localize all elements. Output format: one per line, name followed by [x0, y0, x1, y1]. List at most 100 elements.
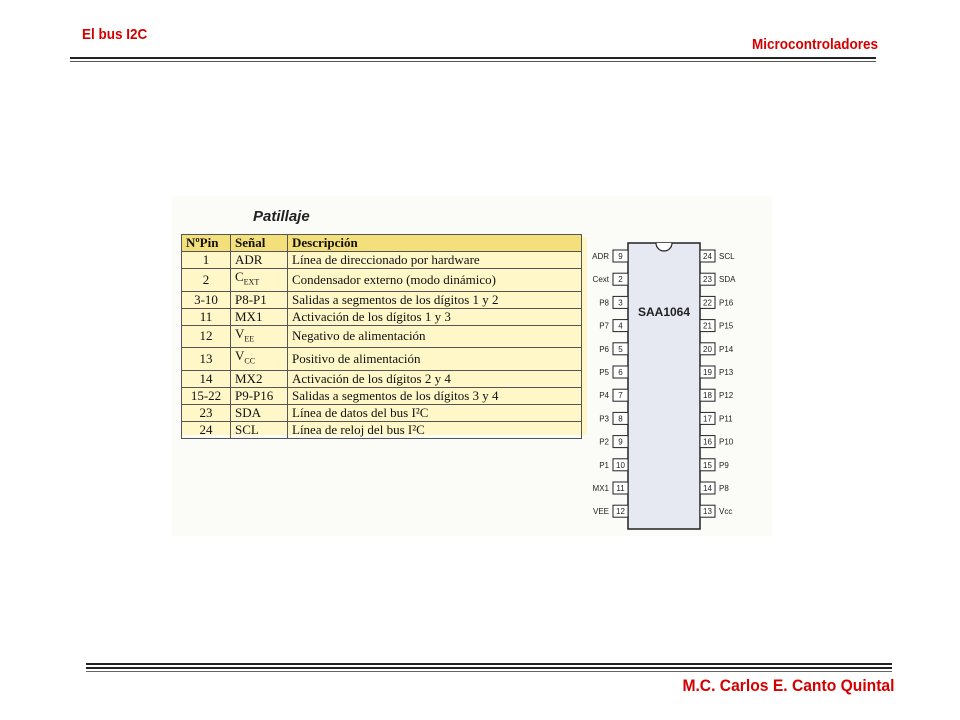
pin-number: 18	[703, 391, 712, 400]
pin-box	[612, 435, 629, 449]
pin-number: 13	[703, 507, 712, 516]
pin-box	[699, 388, 716, 402]
pin-box	[612, 295, 629, 309]
pin-box	[699, 342, 716, 356]
pin-box	[699, 365, 716, 379]
pin-label: P6	[599, 345, 609, 354]
pin-label: Cext	[593, 275, 610, 284]
pin-box	[612, 249, 629, 263]
pin-number: 17	[703, 414, 712, 423]
pin-number: 16	[703, 438, 712, 447]
pin-box	[699, 435, 716, 449]
pin-number: 24	[703, 252, 712, 261]
pin-box	[699, 319, 716, 333]
description-cell: Salidas a segmentos de los dígitos 1 y 2	[287, 290, 582, 309]
pin-box	[699, 411, 716, 425]
footer-divider-thin	[86, 671, 892, 672]
signal-name: C	[235, 269, 244, 284]
pin-label: P14	[719, 345, 734, 354]
pin-label: SDA	[719, 275, 736, 284]
pin-box	[699, 295, 716, 309]
pin-label: MX1	[593, 484, 610, 493]
signal-name: ADR	[235, 252, 263, 267]
pin-box	[699, 249, 716, 263]
signal-subscript: EXT	[243, 277, 260, 287]
description-cell: Línea de direccionado por hardware	[287, 251, 582, 269]
description-cell: Línea de reloj del bus I²C	[287, 420, 582, 439]
pin-label: P7	[599, 322, 609, 331]
pin-number: 2	[618, 275, 623, 284]
signal-name: V	[235, 348, 245, 364]
pin-number: 19	[703, 368, 712, 377]
pin-box	[699, 504, 716, 518]
signal-name: MX1	[235, 308, 263, 324]
chip-notch	[655, 242, 673, 252]
header-right-title: Microcontroladores	[751, 36, 878, 53]
pin-box	[612, 504, 629, 518]
pin-number-cell: 3-10	[181, 290, 231, 309]
pin-number: 15	[703, 461, 712, 470]
pin-label: P8	[719, 484, 729, 493]
pin-label: P12	[719, 391, 734, 400]
column-header-signal: Señal	[230, 234, 288, 252]
pin-number: 20	[703, 345, 712, 354]
pin-label: VEE	[593, 507, 609, 516]
pin-number: 8	[618, 414, 623, 423]
chip-body	[627, 242, 701, 530]
pin-label: P2	[599, 438, 609, 447]
pin-number: 10	[616, 461, 625, 470]
pin-box	[612, 388, 629, 402]
pin-number: 12	[616, 507, 625, 516]
pin-number-cell: 13	[181, 347, 231, 371]
table-header-row: NºPin Señal Descripción	[181, 234, 582, 252]
pin-box	[612, 342, 629, 356]
pin-label: P5	[599, 368, 609, 377]
footer-divider	[86, 663, 892, 665]
pin-label: P3	[599, 414, 609, 423]
pin-label: P10	[719, 438, 734, 447]
pin-box	[699, 481, 716, 495]
pin-box	[612, 411, 629, 425]
signal-name: P9-P16	[235, 387, 274, 403]
pin-label: SCL	[719, 252, 735, 261]
pin-label: P11	[719, 414, 733, 423]
signal-subscript: EE	[244, 334, 255, 344]
pin-label: P13	[719, 368, 734, 377]
pin-label: Vcc	[719, 507, 732, 516]
footer-author: M.C. Carlos E. Canto Quintal	[681, 676, 894, 695]
signal-cell: SCL	[230, 420, 288, 439]
pin-box	[612, 365, 629, 379]
pin-number: 11	[616, 484, 625, 493]
pin-box	[699, 458, 716, 472]
pin-label: ADR	[592, 252, 609, 261]
signal-name: SDA	[235, 404, 262, 420]
pin-number: 3	[618, 298, 623, 307]
pin-box	[699, 272, 716, 286]
pin-label: P15	[719, 322, 734, 331]
signal-cell: P9-P16	[230, 386, 288, 405]
column-header-description: Descripción	[287, 234, 582, 252]
pin-number: 14	[703, 484, 712, 493]
pin-number: 9	[618, 438, 623, 447]
pin-label: P16	[719, 298, 734, 307]
footer-divider-middle	[86, 667, 892, 669]
header-left-title: El bus I2C	[82, 26, 148, 43]
description-cell: Condensador externo (modo dinámico)	[287, 268, 582, 292]
signal-name: P8-P1	[235, 291, 267, 307]
pin-box	[612, 319, 629, 333]
chip-name: SAA1064	[638, 305, 690, 319]
pin-number: 21	[703, 322, 712, 331]
pin-label: P9	[719, 461, 729, 470]
header-divider-thin	[70, 61, 876, 62]
pin-label: P4	[599, 391, 609, 400]
